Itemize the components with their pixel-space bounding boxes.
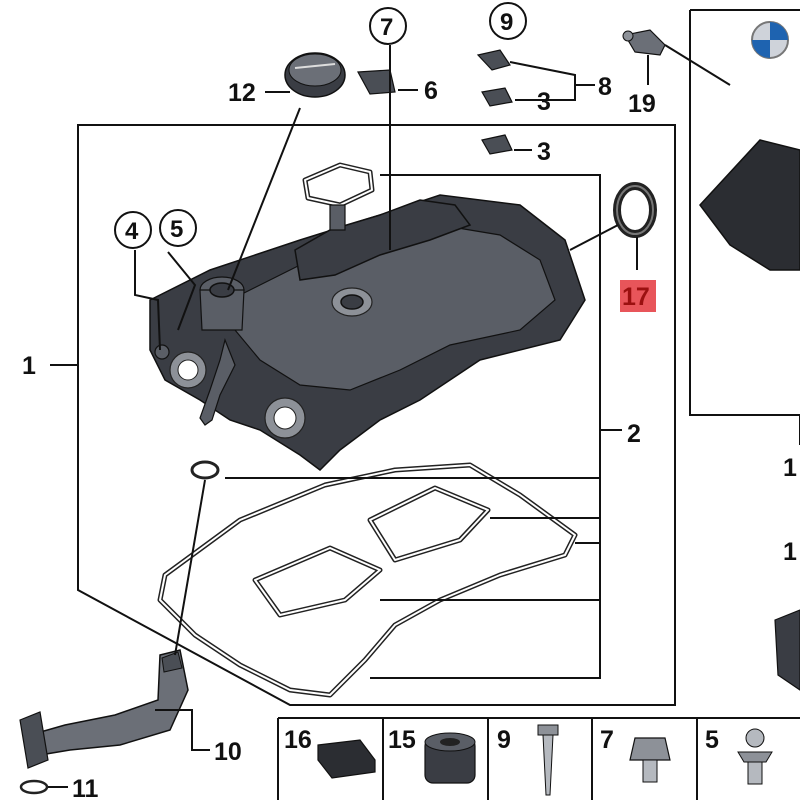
clip-3b[interactable] <box>481 134 513 155</box>
cylinder-head-cover[interactable] <box>149 194 586 471</box>
label-10: 10 <box>214 738 242 766</box>
label-edge-1b: 1 <box>783 538 797 566</box>
label-8: 8 <box>598 73 612 101</box>
highlight-17 <box>620 280 656 312</box>
hw-part-16[interactable] <box>317 739 376 779</box>
label-5: 5 <box>170 216 183 243</box>
label-4: 4 <box>125 218 139 245</box>
label-3a: 3 <box>537 88 551 116</box>
hw-part-7[interactable] <box>629 737 671 783</box>
label-17: 17 <box>622 283 650 311</box>
o-ring[interactable] <box>190 460 220 480</box>
hardware-row: 16 15 9 7 5 <box>277 717 800 800</box>
label-7: 7 <box>380 14 393 41</box>
label-9: 9 <box>500 9 513 36</box>
label-edge-1a: 1 <box>783 454 797 482</box>
hw-label-16: 16 <box>284 726 312 754</box>
profile-gasket[interactable] <box>157 462 578 698</box>
bracket[interactable] <box>357 69 396 95</box>
assembly-frame <box>77 124 676 706</box>
label-2: 2 <box>627 420 641 448</box>
sealing-ring[interactable] <box>613 182 657 238</box>
label-6: 6 <box>424 77 438 105</box>
clip-9[interactable] <box>476 49 511 71</box>
top-gasket[interactable] <box>302 162 375 231</box>
label-19: 19 <box>628 90 656 118</box>
leader-lines <box>48 44 800 788</box>
breather-pipe[interactable] <box>19 649 189 769</box>
sensor[interactable] <box>622 29 666 56</box>
label-12: 12 <box>228 79 256 107</box>
label-11: 11 <box>72 775 99 800</box>
label-3b: 3 <box>537 138 551 166</box>
hw-part-15[interactable] <box>424 732 476 784</box>
engine-cover-inset <box>689 9 800 691</box>
filler-cap[interactable] <box>284 52 346 98</box>
clip-3a[interactable] <box>481 87 513 107</box>
label-1: 1 <box>22 352 36 380</box>
hw-label-9: 9 <box>497 726 511 754</box>
hw-label-7: 7 <box>600 726 614 754</box>
hw-part-9[interactable] <box>537 724 559 796</box>
hw-part-5[interactable] <box>737 728 773 785</box>
hw-label-5: 5 <box>705 726 719 754</box>
o-ring-small[interactable] <box>19 779 49 795</box>
hw-label-15: 15 <box>388 726 416 754</box>
